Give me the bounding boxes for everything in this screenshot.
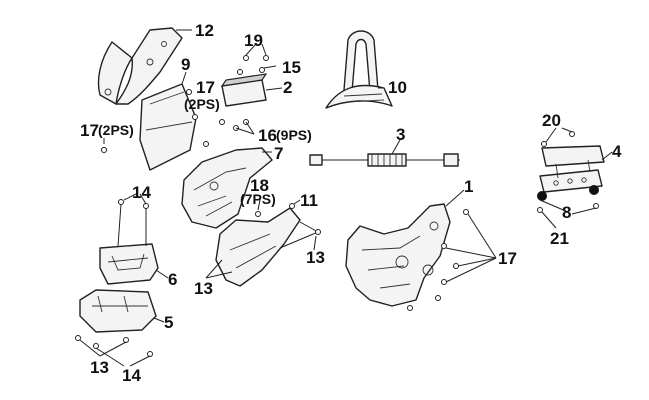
part-9-windscreen [139,71,197,171]
callout-21: 21 [550,229,569,248]
callout-17-left: 17 [80,121,99,140]
part-12-top-trim [97,27,192,105]
callout-8: 8 [562,203,571,222]
part-4-bracket [537,127,613,229]
callout-19: 19 [244,31,263,50]
part-1-front-body [345,189,465,307]
part-7-inner-panel [181,147,273,229]
callout-3: 3 [396,125,405,144]
callout-2: 2 [283,78,292,97]
screw-17-left [101,138,107,153]
part-11-lower-panel [205,199,321,287]
part-10-grab-rail [325,30,393,109]
callout-13-right: 13 [306,248,325,267]
callout-17-left-qty: (2PS) [98,122,134,138]
part-5-bottom-tray [75,289,165,367]
callout-12: 12 [195,21,214,40]
callout-5: 5 [164,313,173,332]
callout-13-mid: 13 [194,279,213,298]
part-6-cover [99,193,169,285]
callout-11: 11 [300,191,318,210]
callout-15: 15 [282,58,301,77]
part-2-bracket-box [220,43,283,107]
callout-20: 20 [542,111,561,130]
callout-labels: 12 9 19 15 2 17 (2PS) 10 17 (2PS) 16 (9P… [80,21,622,385]
part-3-cable [309,139,460,167]
callout-17-upper-qty: (2PS) [184,96,220,112]
callout-6: 6 [168,270,177,289]
screws-17-right [407,209,497,311]
callout-1: 1 [464,177,473,196]
callout-17-right: 17 [498,249,517,268]
callout-17-upper: 17 [196,78,215,97]
callout-16-qty: (9PS) [276,127,312,143]
callout-4: 4 [612,142,622,161]
callout-9: 9 [181,55,190,74]
callout-16: 16 [258,126,277,145]
callout-10: 10 [388,78,407,97]
callout-18-qty: (7PS) [240,191,276,207]
callout-14-upper: 14 [132,183,151,202]
screws-16 [203,119,255,147]
callout-14-bottom: 14 [122,366,141,385]
screws-17-upper [186,89,198,120]
callout-7: 7 [274,144,283,163]
callout-18: 18 [250,176,269,195]
callout-13-bottom: 13 [90,358,109,377]
